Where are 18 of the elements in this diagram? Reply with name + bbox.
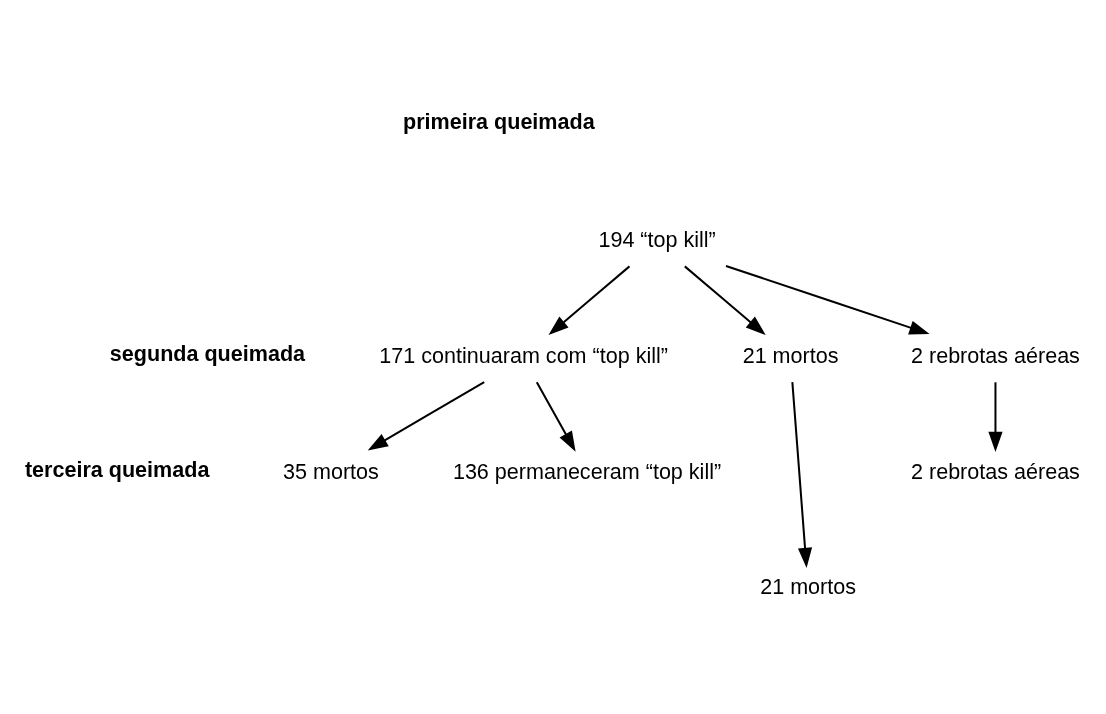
arrow	[791, 381, 813, 568]
node-text: 21 mortos	[742, 342, 839, 368]
node-text: 136 permaneceram “top kill”	[452, 458, 722, 484]
arrow	[548, 265, 631, 335]
node-text: 194 “top kill”	[598, 226, 716, 252]
node-text: 21 mortos	[760, 573, 856, 599]
node-text: 35 mortos	[283, 458, 379, 484]
label: terceira queimada	[24, 456, 210, 482]
arrow	[367, 380, 485, 450]
arrow	[725, 264, 930, 334]
label: primeira queimada	[403, 108, 595, 134]
node-text: 171 continuaram com “top kill”	[379, 342, 668, 368]
node-text: 2 rebrotas aéreas	[911, 458, 1080, 484]
arrow	[684, 265, 766, 335]
arrow	[535, 381, 576, 452]
label: segunda queimada	[109, 340, 306, 366]
node-text: 2 rebrotas aéreas	[911, 342, 1080, 368]
arrow	[988, 381, 1003, 452]
